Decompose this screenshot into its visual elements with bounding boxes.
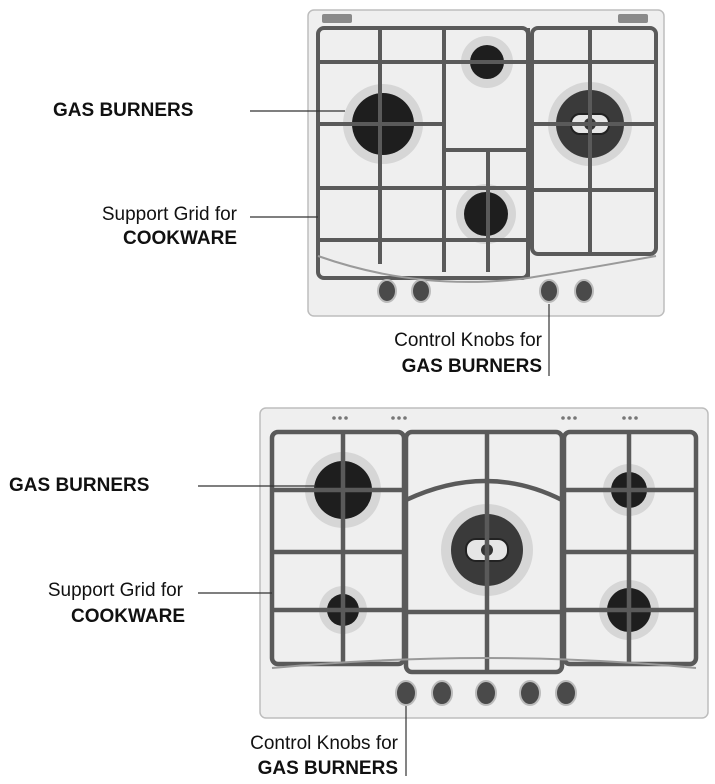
top-grid-label-line2: COOKWARE: [123, 228, 237, 249]
bottom-grid-label-line1: Support Grid for: [47, 580, 183, 601]
indicator-dot: [622, 416, 626, 420]
bottom-knobs: [395, 680, 577, 706]
top-knob-2: [411, 279, 431, 303]
bottom-knobs-label-line2: GAS BURNERS: [257, 758, 398, 779]
indicator-dot: [397, 416, 401, 420]
top-control-strip-curve: [317, 255, 657, 283]
indicator-dot: [403, 416, 407, 420]
indicator-dot: [338, 416, 342, 420]
top-hob: [250, 9, 665, 376]
indicator-dot: [634, 416, 638, 420]
indicator-dot: [391, 416, 395, 420]
top-leader-lines: [250, 110, 550, 376]
indicator-dot: [573, 416, 577, 420]
bottom-control-strip-curve: [271, 657, 697, 669]
bottom-leader-lines: [198, 485, 407, 776]
top-knobs: [377, 279, 594, 303]
top-grid-right-frame: [530, 26, 658, 256]
bottom-grid-label-line2: COOKWARE: [71, 606, 185, 627]
top-grid-label-line1: Support Grid for: [101, 204, 237, 225]
top-knobs-label-line2: GAS BURNERS: [401, 356, 542, 377]
bottom-grid-arch: [405, 478, 564, 503]
bottom-knob-1: [395, 680, 417, 706]
top-hob-hinge-right: [618, 14, 648, 23]
top-knobs-label-line1: Control Knobs for: [394, 330, 542, 351]
top-knob-1: [377, 279, 397, 303]
bottom-indicator-dots: [332, 416, 638, 420]
indicator-dot: [567, 416, 571, 420]
bottom-knob-2: [431, 680, 453, 706]
indicator-dot: [332, 416, 336, 420]
bottom-knob-5: [555, 680, 577, 706]
indicator-dot: [344, 416, 348, 420]
top-knob-4: [574, 279, 594, 303]
indicator-dot: [561, 416, 565, 420]
bottom-knob-4: [519, 680, 541, 706]
top-grid: [316, 26, 658, 280]
top-knob-3: [539, 279, 559, 303]
bottom-grid: [269, 429, 699, 675]
bottom-knob-3: [475, 680, 497, 706]
bottom-burner-label: GAS BURNERS: [9, 475, 150, 496]
bottom-knobs-label-line1: Control Knobs for: [250, 733, 398, 754]
bottom-hob: [198, 407, 709, 776]
top-hob-hinge-left: [322, 14, 352, 23]
top-burner-label: GAS BURNERS: [53, 100, 194, 121]
indicator-dot: [628, 416, 632, 420]
